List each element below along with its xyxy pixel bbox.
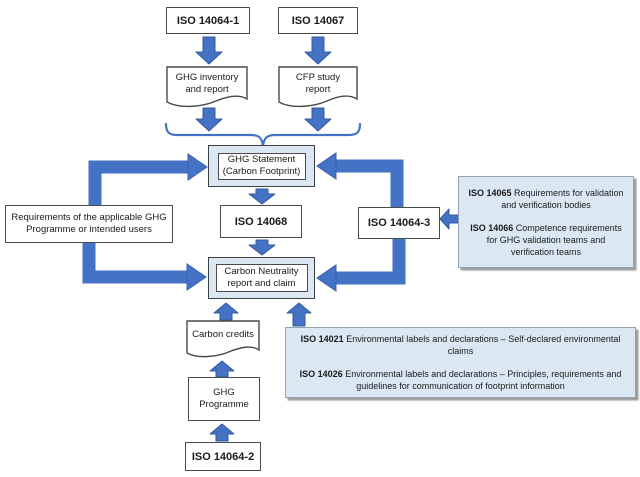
node-label: ISO 14064-3	[367, 217, 431, 229]
arrow-down-icon	[304, 36, 332, 65]
node-label: ISO 14067	[291, 14, 345, 27]
document-cfp-study: CFP study report	[278, 66, 358, 112]
arrow-down-icon	[248, 239, 276, 256]
document-label: CFP study report	[295, 72, 341, 95]
info-item: ISO 14066 Competence requirements for GH…	[470, 222, 622, 257]
arrow-up-icon	[209, 423, 235, 442]
elbow-connector	[336, 159, 404, 207]
info-item: ISO 14026 Environmental labels and decla…	[299, 369, 622, 391]
elbow-connector	[336, 239, 406, 285]
iso-code: ISO 14021	[300, 334, 344, 344]
node-iso-14064-2: ISO 14064-2	[185, 442, 261, 471]
arrow-head-left-icon	[316, 264, 337, 292]
document-shape-icon	[166, 66, 248, 108]
document-ghg-inventory: GHG inventory and report	[166, 66, 248, 112]
document-carbon-credits: Carbon credits	[186, 320, 260, 362]
node-iso-14068: ISO 14068	[220, 205, 302, 238]
iso-code: ISO 14026	[299, 369, 343, 379]
document-shape-icon	[186, 320, 260, 358]
node-label: ISO 14064-1	[176, 14, 240, 27]
node-iso-14064-1: ISO 14064-1	[166, 7, 250, 34]
arrow-down-icon	[304, 107, 332, 132]
arrow-up-icon	[213, 302, 239, 321]
document-label: GHG inventory and report	[175, 72, 239, 95]
info-item: ISO 14065 Requirements for validation an…	[468, 187, 624, 210]
info-box-environmental-labels: ISO 14021 Environmental labels and decla…	[285, 327, 636, 398]
info-item: ISO 14021 Environmental labels and decla…	[300, 334, 621, 356]
arrow-head-left-icon	[316, 152, 337, 180]
node-label: ISO 14064-2	[191, 450, 255, 463]
info-box-validation-verification: ISO 14065 Requirements for validation an…	[458, 176, 634, 268]
node-carbon-neutrality: Carbon Neutrality report and claim	[208, 257, 315, 299]
iso-code: ISO 14065	[468, 187, 512, 198]
elbow-connector	[88, 160, 188, 205]
arrow-head-right-icon	[187, 153, 208, 181]
document-shape-icon	[278, 66, 358, 108]
node-carbon-neutrality-inner: Carbon Neutrality report and claim	[215, 264, 308, 292]
node-iso-14064-3: ISO 14064-3	[358, 207, 440, 239]
node-label: ISO 14068	[234, 215, 288, 228]
arrow-down-icon	[248, 188, 276, 205]
elbow-connector	[82, 243, 187, 284]
iso-code: ISO 14066	[470, 222, 514, 233]
arrow-up-icon	[209, 360, 235, 378]
arrow-left-icon	[439, 208, 459, 230]
arrow-up-icon	[286, 302, 312, 327]
arrow-head-right-icon	[186, 263, 207, 291]
node-requirements: Requirements of the applicable GHG Progr…	[5, 205, 173, 243]
arrow-down-icon	[195, 36, 223, 65]
node-iso-14067: ISO 14067	[278, 7, 358, 34]
node-ghg-statement-inner: GHG Statement (Carbon Footprint)	[217, 152, 306, 180]
node-ghg-programme: GHG Programme	[188, 377, 260, 421]
document-label: Carbon credits	[192, 329, 254, 340]
brace-icon	[164, 122, 362, 147]
arrow-down-icon	[195, 107, 223, 132]
node-ghg-statement: GHG Statement (Carbon Footprint)	[208, 145, 315, 187]
